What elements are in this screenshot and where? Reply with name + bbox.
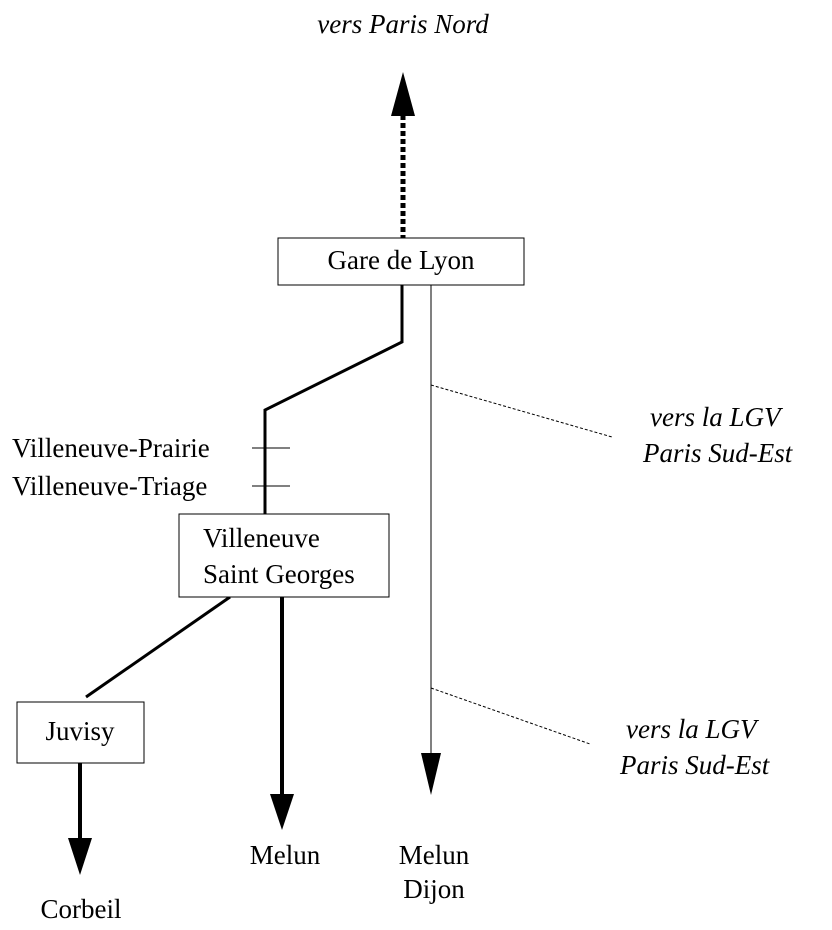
main-line bbox=[263, 285, 404, 514]
gare-de-lyon-label: Gare de Lyon bbox=[328, 245, 475, 275]
melun-right-label: Melun bbox=[399, 840, 470, 870]
villeneuve-prairie-label: Villeneuve-Prairie bbox=[12, 433, 210, 463]
juvisy-box bbox=[16, 701, 145, 764]
paris-nord-label: vers Paris Nord bbox=[317, 9, 489, 39]
juvisy-label: Juvisy bbox=[45, 716, 115, 746]
down-arrowhead-icon bbox=[270, 794, 294, 830]
villeneuve-saint-georges-label-line2: Saint Georges bbox=[203, 559, 355, 589]
lgv-label-1-line2: Paris Sud-Est bbox=[642, 438, 794, 468]
gare-de-lyon-box bbox=[277, 237, 525, 286]
villeneuve-saint-georges-label-line1: Villeneuve bbox=[203, 523, 320, 553]
villeneuve-triage-label: Villeneuve-Triage bbox=[12, 471, 207, 501]
lgv-label-2-line1: vers la LGV bbox=[626, 714, 760, 744]
lgv-dotted-link bbox=[430, 687, 591, 745]
down-arrowhead-icon bbox=[68, 838, 92, 875]
up-arrowhead-icon bbox=[391, 72, 415, 116]
down-arrowhead-icon bbox=[421, 753, 441, 795]
villeneuve-saint-georges-box bbox=[178, 513, 390, 598]
lgv-label-2-line2: Paris Sud-Est bbox=[619, 750, 771, 780]
lgv-dotted-link bbox=[430, 384, 613, 438]
dijon-label: Dijon bbox=[403, 874, 465, 904]
lgv-label-1-line1: vers la LGV bbox=[650, 402, 784, 432]
corbeil-label: Corbeil bbox=[41, 894, 122, 924]
melun-center-label: Melun bbox=[250, 840, 321, 870]
vsg-juvisy-line bbox=[85, 595, 231, 699]
